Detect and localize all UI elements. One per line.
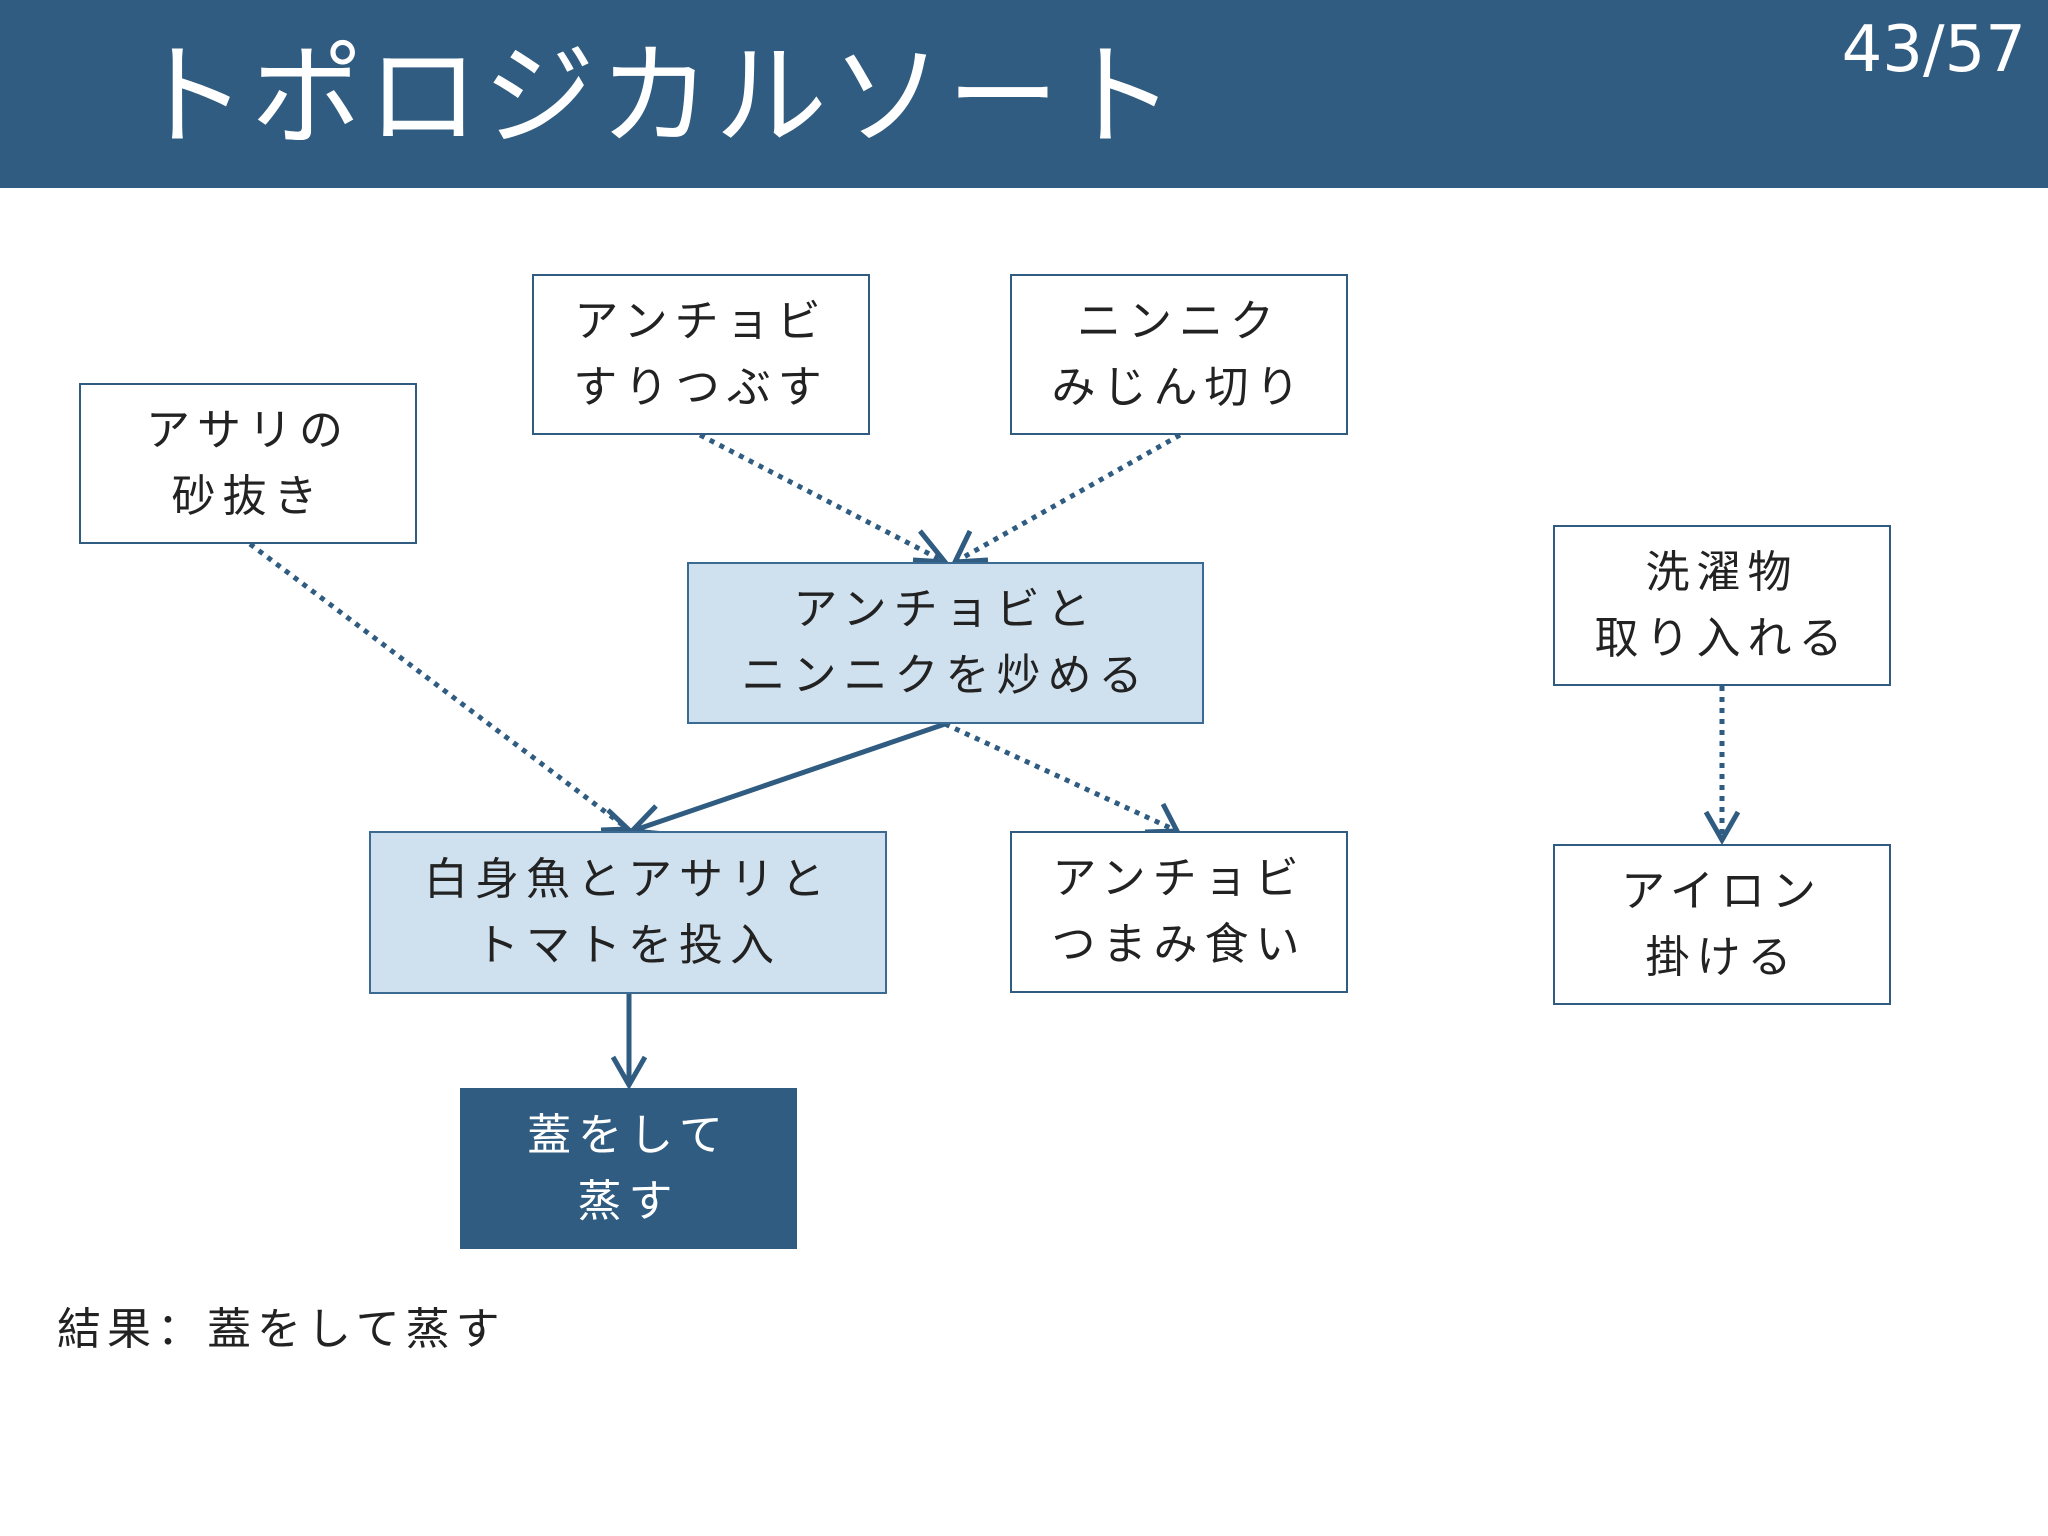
node-garlic-mijingiri: ニンニク みじん切り [1010,274,1348,435]
node-line: つまみ食い [1051,919,1307,970]
node-line: アンチョビと [793,584,1098,635]
node-line: ニンニクを炒める [741,650,1150,701]
edge-add-fish-to-steam-arrowhead [610,1055,648,1091]
node-line: 取り入れる [1594,612,1850,664]
node-line: アンチョビ [574,295,828,347]
node-line: 掛ける [1645,931,1799,983]
edge-saute-to-snack-arrowhead [1144,802,1182,835]
result-label: 結果： [57,1304,207,1355]
node-line: トマトを投入 [475,919,781,971]
node-line: アンチョビ [1052,853,1306,904]
edge-garlic-to-saute [953,432,1182,565]
edge-asari-to-add-fish-arrowhead [600,808,635,833]
node-iron: アイロン 掛ける [1553,844,1891,1005]
node-steam: 蓋をして 蒸す [460,1088,797,1249]
node-anchovy-snack: アンチョビ つまみ食い [1010,831,1348,993]
node-line: 白身魚とアサリと [424,853,832,905]
edge-asari-to-add-fish [248,542,630,831]
node-laundry-in: 洗濯物 取り入れる [1553,525,1891,686]
edge-laundry-to-iron-arrowhead [1703,810,1741,846]
node-line: 砂抜き [171,470,325,522]
node-asari-sunanuki: アサリの 砂抜き [79,383,417,544]
result-value: 蓋をして蒸す [207,1304,506,1355]
node-line: 洗濯物 [1645,546,1799,598]
node-line: 蓋をして [527,1109,730,1161]
node-saute: アンチョビと ニンニクを炒める [687,562,1204,724]
edge-saute-to-add-fish [631,721,946,834]
node-line: すりつぶす [573,361,829,413]
node-line: ニンニク [1077,295,1281,347]
edge-garlic-to-saute-arrowhead [950,529,989,565]
node-anchovy-surutsubusu: アンチョビ すりつぶす [532,274,870,435]
node-line: アイロン [1621,865,1823,917]
edge-anchovy-to-saute [698,432,947,565]
node-line: アサリの [146,404,350,456]
page-number: 43/57 [1841,13,2026,87]
node-add-fish: 白身魚とアサリと トマトを投入 [369,831,887,994]
result-line: 結果：蓋をして蒸す [57,1300,506,1360]
slide-title: トポロジカルソート [135,32,1179,162]
edge-saute-to-snack [943,721,1179,834]
node-line: 蒸す [577,1175,680,1227]
node-line: みじん切り [1051,361,1307,413]
header-bar: トポロジカルソート 43/57 [0,0,2048,188]
